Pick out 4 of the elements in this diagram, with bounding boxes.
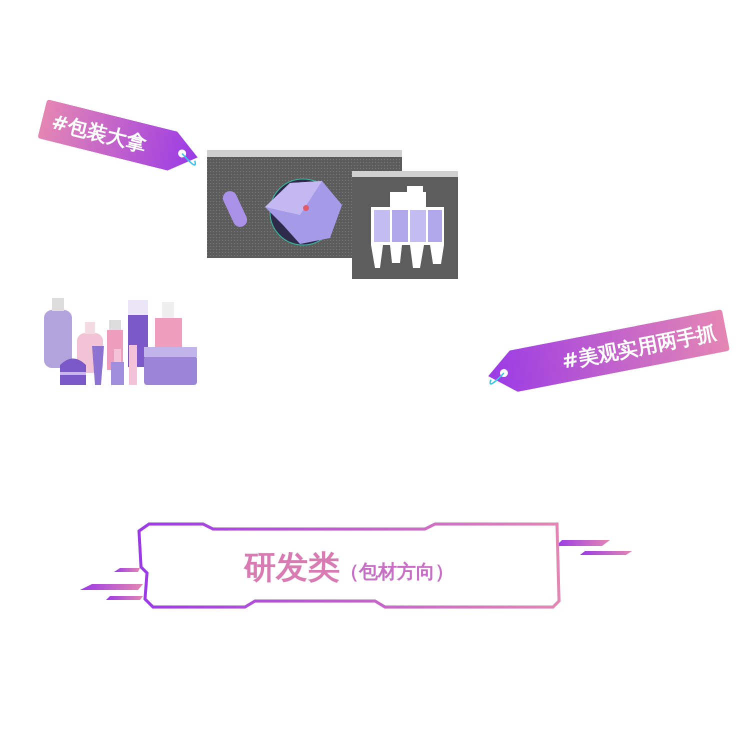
banner-title: 研发类 <box>244 547 340 588</box>
hashtag-text: #美观实用两手抓 <box>560 318 719 375</box>
hashtag-text: #包装大拿 <box>48 108 150 158</box>
banner-subtitle: （包材方向） <box>340 560 454 585</box>
